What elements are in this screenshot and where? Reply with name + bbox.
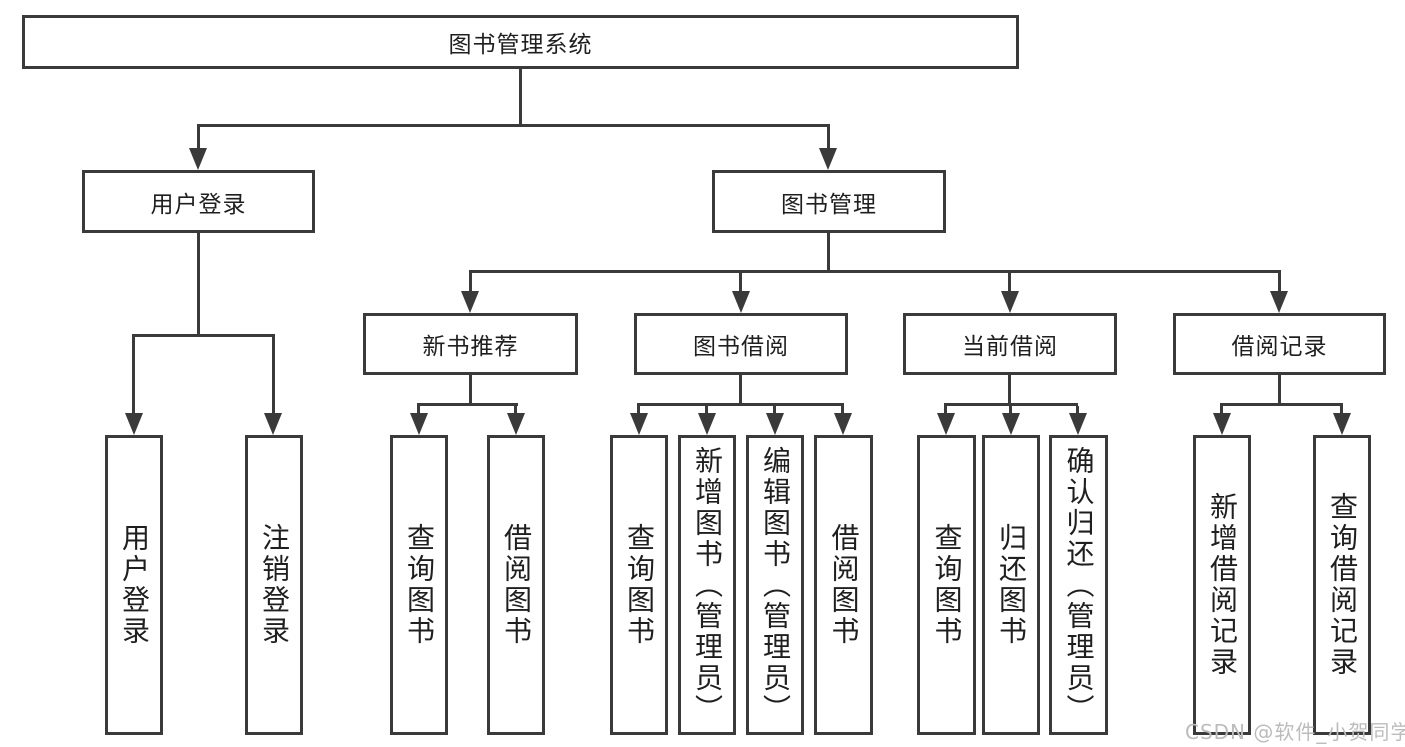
connector-line xyxy=(519,69,522,127)
arrowhead-icon xyxy=(189,148,207,170)
leaf-borrow-book: 借阅图书 xyxy=(814,435,873,735)
connector-line xyxy=(132,337,135,414)
connector-line xyxy=(773,406,776,414)
connector-line xyxy=(469,273,472,292)
arrowhead-icon xyxy=(461,291,479,313)
node-label: 图书管理系统 xyxy=(448,32,593,58)
arrowhead-icon xyxy=(937,413,955,435)
arrowhead-icon xyxy=(819,148,837,170)
node-borrow-records: 借阅记录 xyxy=(1173,313,1386,375)
leaf-label: 查询借阅记录 xyxy=(1326,492,1359,678)
connector-line xyxy=(739,375,742,406)
node-new-book-recommend: 新书推荐 xyxy=(363,313,578,375)
connector-line xyxy=(469,375,472,406)
leaf-label: 查询图书 xyxy=(623,523,656,647)
connector-line xyxy=(514,406,517,414)
csdn-watermark: CSDN @软件_小贺同学 xyxy=(1185,720,1405,744)
leaf-label: 借阅图书 xyxy=(500,523,533,647)
arrowhead-icon xyxy=(1270,291,1288,313)
arrowhead-icon xyxy=(410,413,428,435)
arrowhead-icon xyxy=(1069,413,1087,435)
arrowhead-icon xyxy=(507,413,525,435)
connector-line xyxy=(417,403,518,406)
connector-line xyxy=(944,403,1078,406)
leaf-label: 注销登录 xyxy=(258,523,291,647)
node-label: 用户登录 xyxy=(150,191,247,218)
arrowhead-icon xyxy=(630,413,648,435)
arrowhead-icon xyxy=(766,413,784,435)
node-label: 新书推荐 xyxy=(422,334,519,360)
connector-line xyxy=(1220,406,1223,414)
leaf-return-book: 归还图书 xyxy=(982,435,1040,735)
arrowhead-icon xyxy=(1001,291,1019,313)
leaf-logout: 注销登录 xyxy=(245,435,303,735)
connector-line xyxy=(827,233,830,273)
connector-line xyxy=(272,337,275,414)
leaf-add-book-admin: 新增图书（管理员） xyxy=(678,435,736,735)
connector-line xyxy=(841,406,844,414)
arrowhead-icon xyxy=(732,291,750,313)
leaf-confirm-return-admin: 确认归还（管理员） xyxy=(1049,435,1108,735)
node-library-system: 图书管理系统 xyxy=(22,15,1019,69)
node-label: 图书借阅 xyxy=(693,334,789,360)
leaf-recommend-borrow-book: 借阅图书 xyxy=(487,435,545,735)
leaf-label: 归还图书 xyxy=(995,523,1028,647)
node-label: 图书管理 xyxy=(781,191,877,218)
connector-line xyxy=(1008,273,1011,292)
connector-line xyxy=(637,406,640,414)
leaf-label: 查询图书 xyxy=(930,523,964,647)
node-book-management: 图书管理 xyxy=(712,170,946,233)
connector-line xyxy=(197,124,830,127)
connector-line xyxy=(944,406,947,414)
leaf-label: 新增借阅记录 xyxy=(1206,492,1239,678)
connector-line xyxy=(197,233,200,337)
arrowhead-icon xyxy=(1213,413,1231,435)
arrowhead-icon xyxy=(125,413,143,435)
connector-line xyxy=(637,403,844,406)
node-label: 当前借阅 xyxy=(962,334,1058,360)
connector-line xyxy=(1278,375,1281,406)
connector-line xyxy=(739,273,742,292)
leaf-label: 编辑图书（管理员） xyxy=(759,445,792,725)
leaf-label: 用户登录 xyxy=(118,523,151,647)
connector-line xyxy=(132,334,275,337)
leaf-borrow-query-book: 查询图书 xyxy=(610,435,668,735)
connector-line xyxy=(1076,406,1079,414)
connector-line xyxy=(197,126,200,152)
connector-line xyxy=(469,270,1281,273)
connector-line xyxy=(705,406,708,414)
connector-line xyxy=(1220,403,1343,406)
leaf-label: 新增图书（管理员） xyxy=(691,445,724,725)
leaf-user-login: 用户登录 xyxy=(105,435,163,735)
connector-line xyxy=(1008,375,1011,406)
connector-line xyxy=(827,126,830,152)
leaf-add-borrow-record: 新增借阅记录 xyxy=(1193,435,1251,735)
node-label: 借阅记录 xyxy=(1231,334,1328,360)
arrowhead-icon xyxy=(1333,413,1351,435)
leaf-query-borrow-record: 查询借阅记录 xyxy=(1313,435,1371,735)
node-current-borrow: 当前借阅 xyxy=(903,313,1117,375)
leaf-current-query-book: 查询图书 xyxy=(917,435,976,735)
leaf-label: 确认归还（管理员） xyxy=(1062,445,1096,725)
leaf-label: 借阅图书 xyxy=(827,523,861,647)
node-book-borrow: 图书借阅 xyxy=(634,313,848,375)
connector-line xyxy=(1278,273,1281,292)
arrowhead-icon xyxy=(1002,413,1020,435)
arrowhead-icon xyxy=(264,413,282,435)
leaf-recommend-query-book: 查询图书 xyxy=(390,435,448,735)
arrowhead-icon xyxy=(698,413,716,435)
arrowhead-icon xyxy=(834,413,852,435)
node-user-login: 用户登录 xyxy=(82,170,315,233)
connector-line xyxy=(417,406,420,414)
connector-line xyxy=(1009,406,1012,414)
connector-line xyxy=(1340,406,1343,414)
leaf-label: 查询图书 xyxy=(403,523,436,647)
leaf-edit-book-admin: 编辑图书（管理员） xyxy=(746,435,804,735)
